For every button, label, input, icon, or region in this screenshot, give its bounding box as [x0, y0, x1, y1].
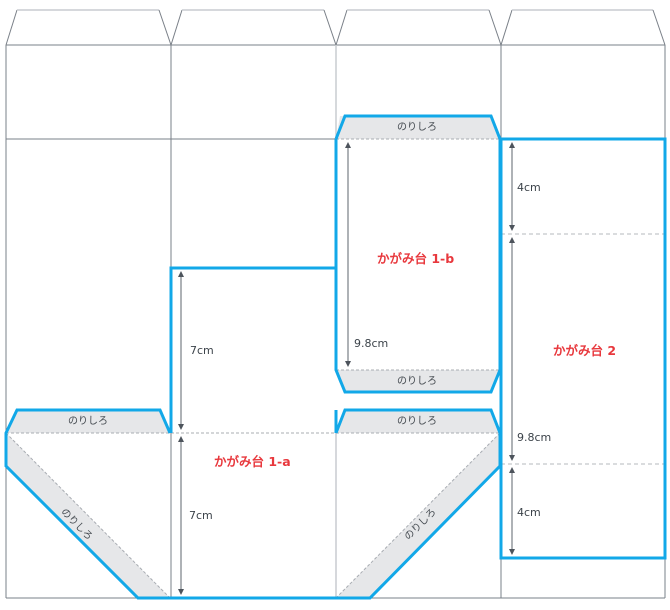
- dimension-label-1b: 9.8cm: [354, 337, 389, 350]
- part-title-1a: かがみ台 1-a: [214, 454, 291, 469]
- part-title-2: かがみ台 2: [553, 343, 617, 358]
- glue-label-1b-top: のりしろ: [397, 122, 437, 133]
- dimension-label-2-top: 4cm: [517, 181, 541, 194]
- cut-lines: [4, 114, 667, 600]
- glue-label-1a-right-top: のりしろ: [397, 416, 437, 427]
- dimension-label-2-middle: 9.8cm: [517, 431, 552, 444]
- dashed-fold-lines: [5, 138, 665, 599]
- top-flaps: [5, 9, 666, 47]
- dimension-label-1a-upper: 7cm: [190, 344, 214, 357]
- glue-label-1a-left-top: のりしろ: [68, 416, 108, 427]
- glue-label-1b-bottom: のりしろ: [397, 376, 437, 387]
- dimension-arrows: [178, 142, 515, 595]
- dimension-label-2-bottom: 4cm: [517, 506, 541, 519]
- dimension-label-1a-lower: 7cm: [189, 509, 213, 522]
- part-title-1b: かがみ台 1-b: [377, 251, 455, 266]
